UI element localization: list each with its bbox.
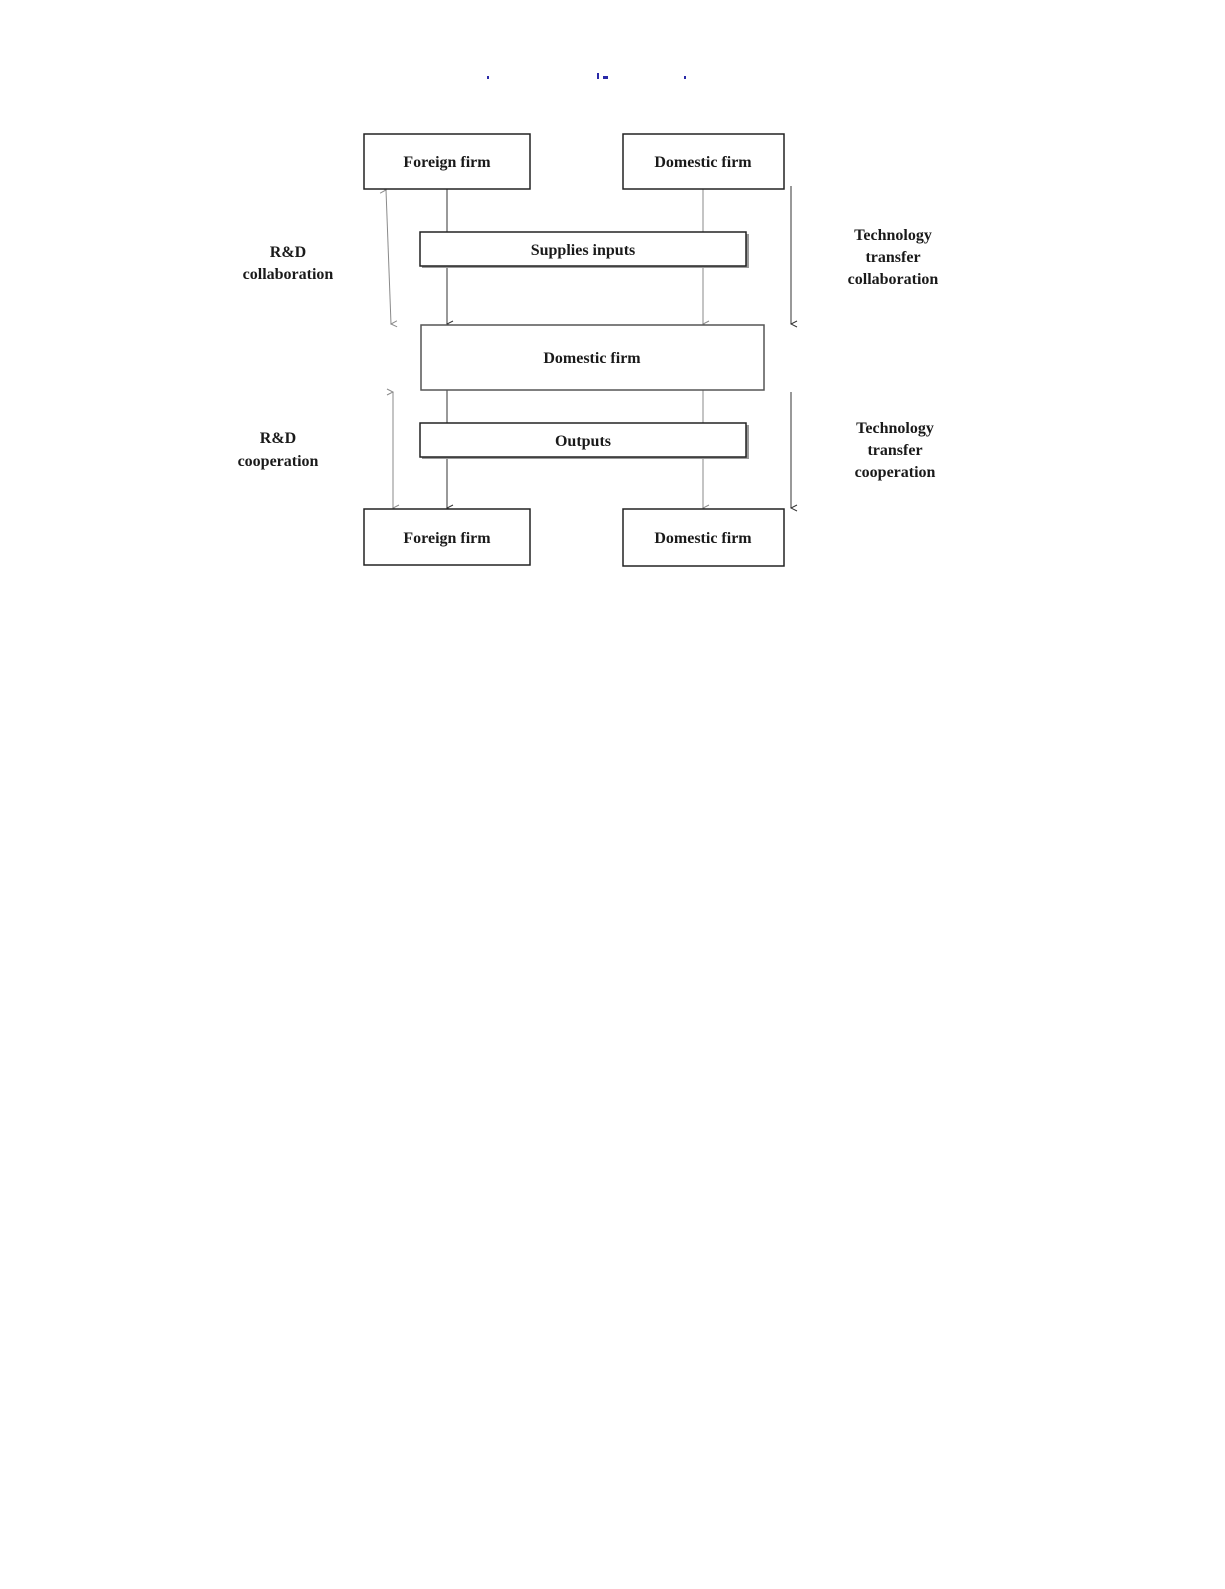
box-outputs-label: Outputs — [555, 433, 611, 450]
box-top-domestic-firm: Domestic firm — [623, 134, 784, 189]
box-bottom-foreign-firm-label: Foreign firm — [403, 530, 491, 547]
label-tech-transfer-cooperation-line3: cooperation — [855, 464, 936, 481]
box-bottom-domestic-firm-label: Domestic firm — [654, 530, 752, 547]
label-rd-collaboration-line1: R&D — [270, 244, 306, 261]
rd-collaboration-arrow — [386, 190, 391, 324]
label-rd-cooperation: R&D cooperation — [238, 430, 319, 470]
label-tech-transfer-collaboration-line2: transfer — [865, 249, 920, 266]
label-tech-transfer-collaboration-line1: Technology — [854, 227, 932, 244]
box-top-foreign-firm: Foreign firm — [364, 134, 530, 189]
label-tech-transfer-cooperation-line2: transfer — [867, 442, 922, 459]
label-rd-collaboration: R&D collaboration — [243, 244, 334, 283]
box-bottom-domestic-firm: Domestic firm — [623, 509, 784, 566]
box-supplies-inputs-label: Supplies inputs — [531, 242, 636, 259]
box-top-domestic-firm-label: Domestic firm — [654, 154, 752, 171]
label-tech-transfer-cooperation-line1: Technology — [856, 420, 934, 437]
box-middle-domestic-firm-label: Domestic firm — [543, 350, 641, 367]
box-outputs: Outputs — [420, 423, 749, 459]
label-rd-cooperation-line2: cooperation — [238, 453, 319, 470]
top-residue-marks — [487, 73, 686, 79]
box-top-foreign-firm-label: Foreign firm — [403, 154, 491, 171]
box-bottom-foreign-firm: Foreign firm — [364, 509, 530, 565]
label-tech-transfer-collaboration-line3: collaboration — [848, 271, 939, 288]
box-middle-domestic-firm: Domestic firm — [421, 325, 764, 390]
label-tech-transfer-cooperation: Technology transfer cooperation — [855, 420, 936, 481]
box-supplies-inputs: Supplies inputs — [420, 232, 749, 268]
label-rd-cooperation-line1: R&D — [260, 430, 296, 447]
label-tech-transfer-collaboration: Technology transfer collaboration — [848, 227, 939, 288]
label-rd-collaboration-line2: collaboration — [243, 266, 334, 283]
